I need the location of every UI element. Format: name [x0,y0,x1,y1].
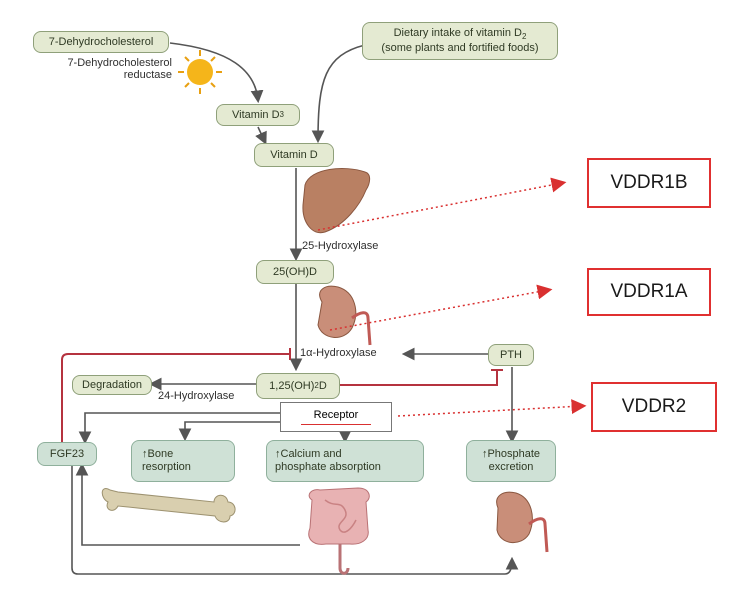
kidney-icon-upper [317,285,372,346]
inhibit-calcitriol-pth [340,370,498,386]
label-1a-hydroxylase: 1α-Hydroxylase [300,347,377,359]
node-7-dehydrocholesterol: 7-Dehydrocholesterol [33,31,169,53]
inhibit-fgf23-1a [61,353,290,442]
reductase-line2: reductase [123,69,172,81]
arrow-to-bone [178,421,290,442]
label-25-hydroxylase: 25-Hydroxylase [302,240,379,252]
bone-line1: ↑Bone [142,448,174,461]
dietary-line1: Dietary intake of vitamin D2 [393,27,527,42]
arrow-intestine-to-fgf23 [75,462,300,546]
liver-icon [302,167,371,234]
arrow-7dhc-to-d3 [169,42,264,104]
node-calcium-absorption: ↑Calcium and phosphate absorption [266,440,424,482]
phosphate-line2: excretion [488,461,534,473]
node-pth: PTH [488,344,534,366]
label-vddr1b: VDDR1B [587,158,711,208]
arrow-kidney-loop [71,466,519,575]
reductase-line1: 7-Dehydrocholesterol [67,57,172,69]
node-vitamin-d: Vitamin D [254,143,334,167]
label-vddr2: VDDR2 [591,382,717,432]
receptor-box: Receptor [280,402,392,432]
node-dietary-intake: Dietary intake of vitamin D2 (some plant… [362,22,558,60]
label-vddr1a: VDDR1A [587,268,711,316]
sun-icon [178,50,222,94]
node-25ohd: 25(OH)D [256,260,334,284]
label-24-hydroxylase: 24-Hydroxylase [158,390,235,402]
intestine-icon [308,487,370,575]
bone-line2: resorption [142,461,191,473]
node-degradation: Degradation [72,375,152,395]
receptor-underline [301,424,371,425]
node-phosphate-excretion: ↑Phosphate excretion [466,440,556,482]
label-reductase: 7-Dehydrocholesterol reductase [62,57,172,81]
bone-icon [101,488,236,523]
kidney-icon-lower [496,491,549,553]
phosphate-line1: ↑Phosphate [481,448,541,461]
node-fgf23: FGF23 [37,442,97,466]
dietary-line2: (some plants and fortified foods) [381,41,539,54]
arrow-dietary-to-vitd [311,44,366,144]
pointer-vddr2 [397,399,587,417]
arrow-d3-to-vitd [255,126,267,145]
calcium-line2: phosphate absorption [275,461,381,473]
receptor-label: Receptor [313,409,359,421]
node-bone-resorption: ↑Bone resorption [131,440,235,482]
pointer-vddr1a [329,284,553,331]
calcium-line1: ↑Calcium and [275,448,342,461]
pointer-vddr1b [317,177,567,231]
